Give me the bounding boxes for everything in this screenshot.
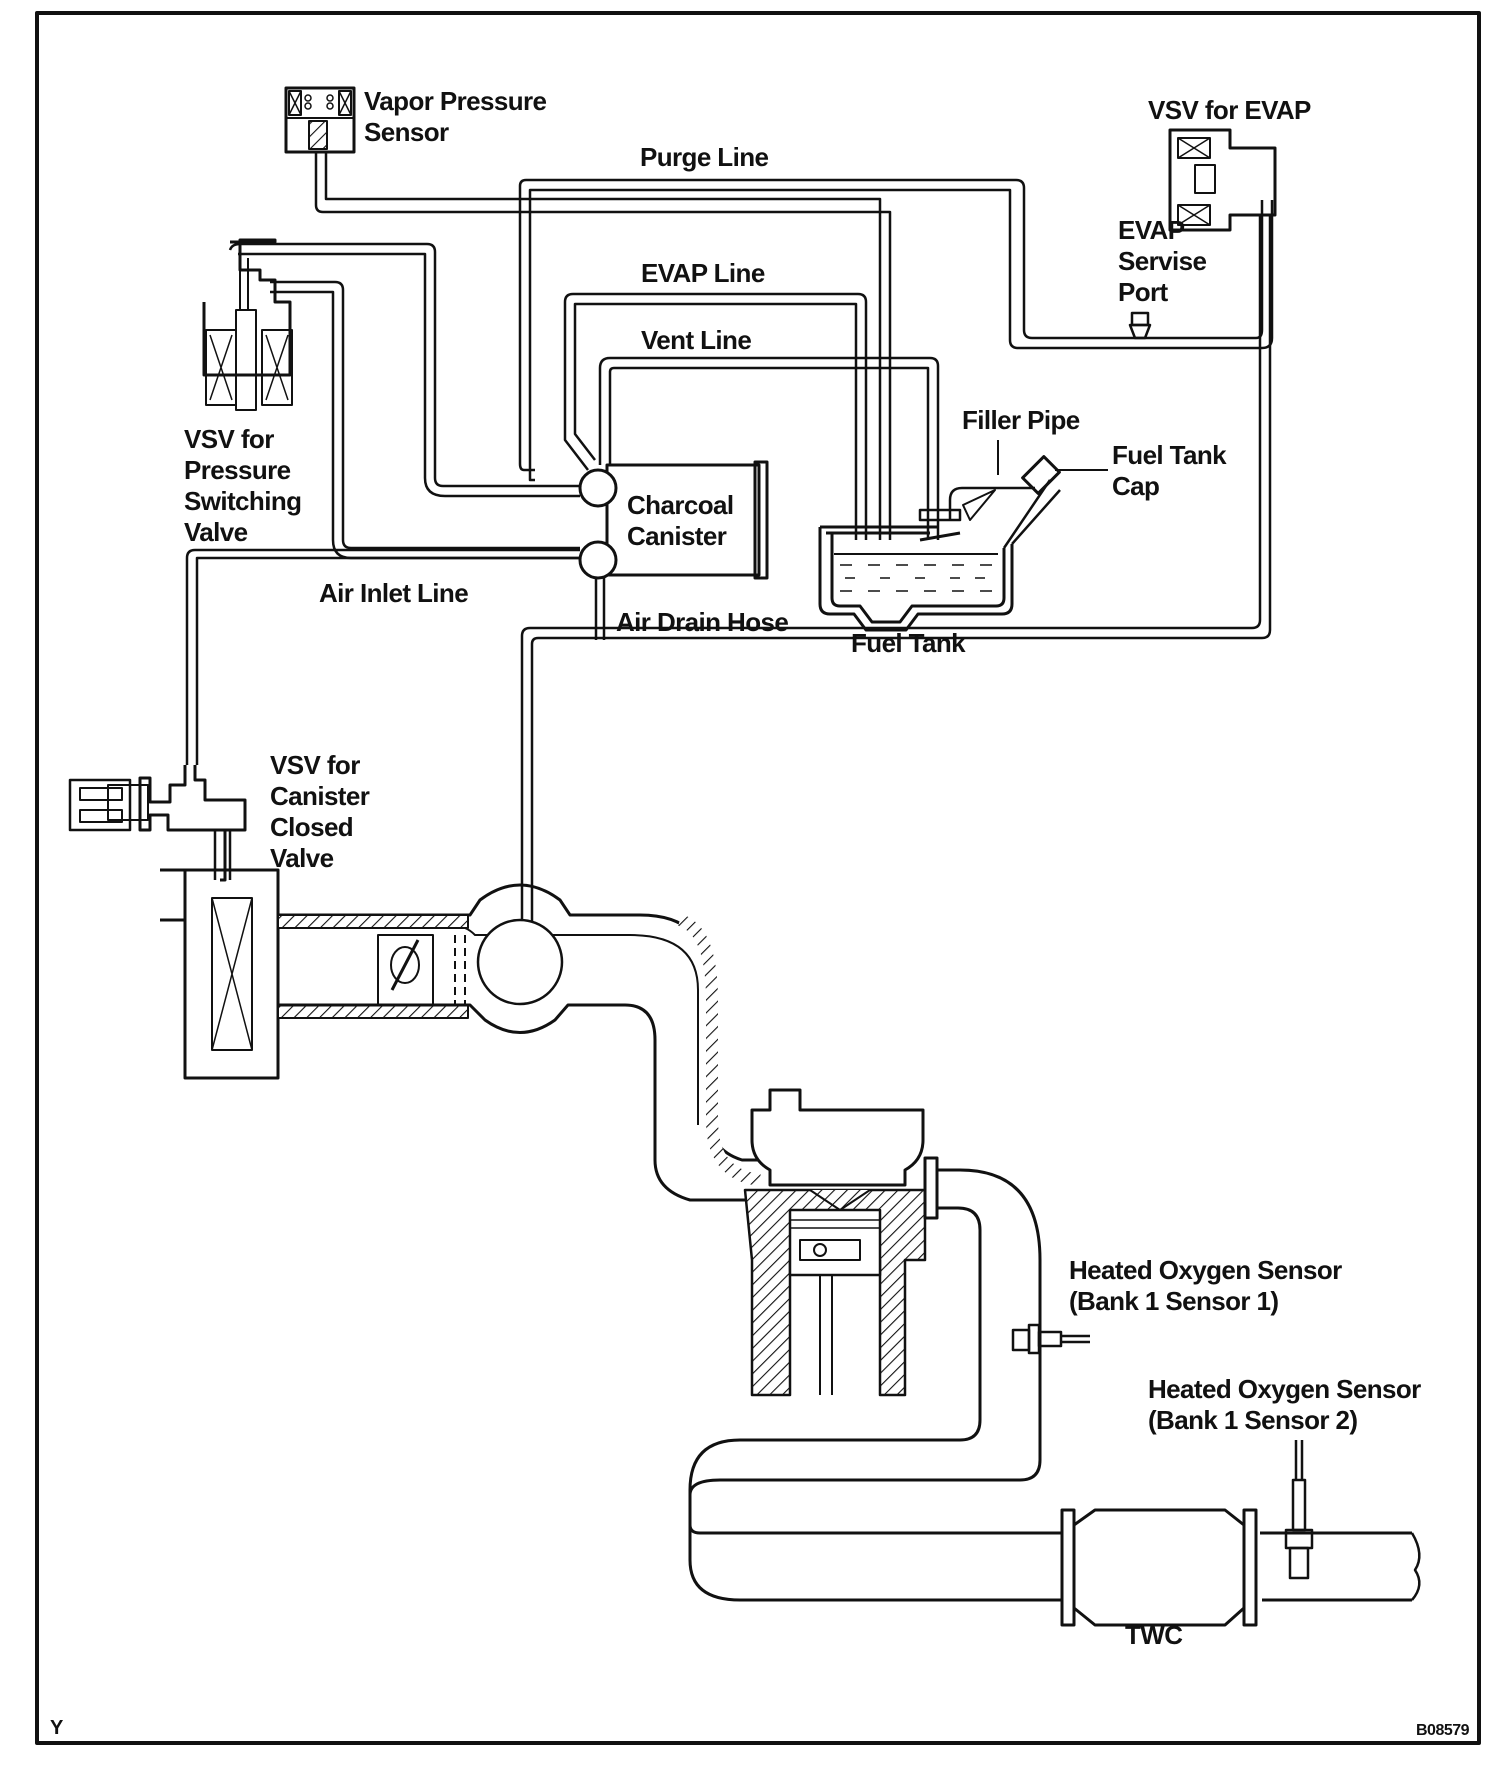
filler-pipe-label: Filler Pipe [962, 405, 1080, 435]
corner-mark: Y [50, 1717, 63, 1739]
label-line: Cap [1112, 471, 1160, 501]
label-line: Heated Oxygen Sensor [1148, 1374, 1421, 1404]
evap-service-port-icon [1128, 311, 1152, 340]
label-line: Fuel Tank [1112, 440, 1227, 470]
label-line: EVAP [1118, 215, 1185, 245]
label-line: Canister [627, 521, 727, 551]
intake-pipe [277, 883, 790, 1202]
engine-icon [743, 1088, 927, 1397]
label-line: (Bank 1 Sensor 1) [1069, 1286, 1279, 1316]
vsv-evap-icon [520, 128, 1277, 930]
label-line: VSV for [184, 424, 274, 454]
label-line: Closed [270, 812, 354, 842]
twc-label: TWC [1125, 1620, 1183, 1650]
label-line: Canister [270, 781, 370, 811]
label-line: Switching [184, 486, 302, 516]
air-cleaner-icon [160, 868, 280, 1080]
evap-line [563, 292, 868, 540]
purge-line-label: Purge Line [640, 142, 769, 172]
vsv-evap-label: VSV for EVAP [1148, 95, 1311, 125]
fuel-tank-label: Fuel Tank [851, 628, 966, 658]
twc-icon [1072, 1508, 1246, 1627]
oxygen-sensor-1-icon [1011, 1323, 1090, 1355]
label-line: Pressure [184, 455, 291, 485]
label-line: Vapor Pressure [364, 86, 547, 116]
vent-line-label: Vent Line [641, 325, 752, 355]
air-inlet-line-label: Air Inlet Line [319, 578, 469, 608]
figure-code: B08579 [1416, 1722, 1470, 1739]
oxygen-sensor-2-icon [1284, 1440, 1314, 1580]
vsv-pressure-switching-icon [202, 238, 580, 560]
exhaust-pipe [688, 1156, 1421, 1627]
label-line: (Bank 1 Sensor 2) [1148, 1405, 1358, 1435]
vps-line [314, 152, 892, 540]
label-line: Charcoal [627, 490, 734, 520]
label-line: Valve [184, 517, 248, 547]
label-line: VSV for [270, 750, 360, 780]
vsv-canister-closed-icon [68, 765, 247, 882]
label-line: Heated Oxygen Sensor [1069, 1255, 1342, 1285]
vapor-pressure-sensor-icon [284, 86, 356, 154]
evap-line-label: EVAP Line [641, 258, 765, 288]
diagram-border [35, 11, 1481, 1745]
ho2s-sensor1-label: Heated Oxygen Sensor(Bank 1 Sensor 1) [1069, 1255, 1342, 1317]
air-drain-hose-label: Air Drain Hose [616, 607, 789, 637]
fuel-tank-icon [818, 440, 1108, 632]
label-line: Port [1118, 277, 1168, 307]
ho2s-sensor2-label: Heated Oxygen Sensor(Bank 1 Sensor 2) [1148, 1374, 1421, 1436]
charcoal-canister-icon [185, 460, 769, 765]
label-line: Sensor [364, 117, 449, 147]
label-line: Servise [1118, 246, 1207, 276]
vent-line [598, 356, 940, 540]
label-line: Valve [270, 843, 334, 873]
